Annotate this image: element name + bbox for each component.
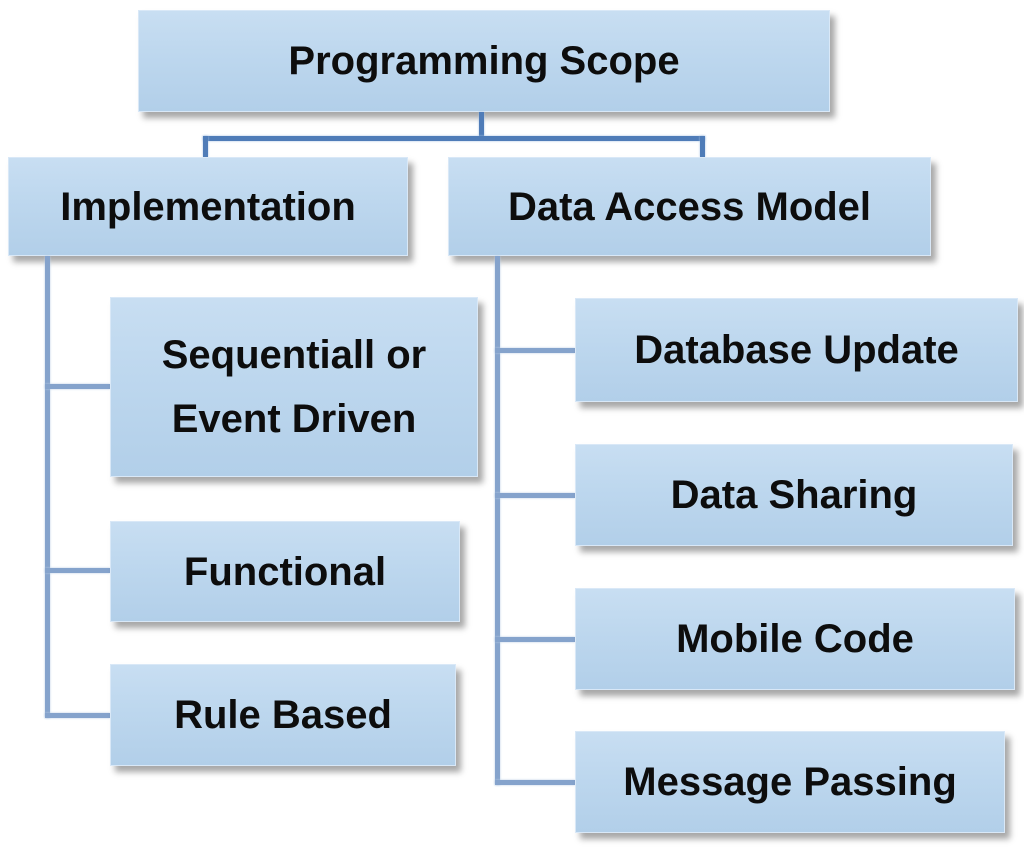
node-data-sharing: Data Sharing — [575, 444, 1013, 546]
connector-branch-rule-based — [45, 713, 110, 718]
node-programming-scope: Programming Scope — [138, 10, 830, 112]
node-mobile-code: Mobile Code — [575, 588, 1015, 690]
connector-drop-implementation — [203, 136, 208, 157]
node-sequential-label-line2: Event Driven — [171, 396, 417, 441]
node-mobile-code-label: Mobile Code — [676, 617, 914, 661]
node-data-access-model-label: Data Access Model — [507, 184, 872, 229]
connector-branch-message-passing — [495, 780, 575, 785]
node-data-sharing-label: Data Sharing — [670, 473, 918, 517]
connector-root-horizontal — [203, 136, 705, 141]
connector-left-rail — [45, 256, 50, 718]
node-rule-based-label: Rule Based — [174, 693, 392, 737]
connector-drop-data-access-model — [700, 136, 705, 157]
node-database-update-label: Database Update — [634, 328, 959, 372]
node-programming-scope-label: Programming Scope — [288, 39, 680, 83]
node-sequential-label-line1: Sequentiall or — [161, 333, 427, 378]
node-data-access-model: Data Access Model — [448, 157, 931, 256]
node-functional-label: Functional — [183, 549, 387, 594]
node-functional: Functional — [110, 521, 460, 622]
connector-right-rail — [495, 256, 500, 785]
connector-branch-database-update — [495, 348, 575, 353]
connector-branch-functional — [45, 568, 110, 573]
connector-root-stub — [479, 112, 484, 138]
connector-branch-sequential — [45, 384, 110, 389]
node-sequential-or-event-driven: Sequentiall or Event Driven — [110, 297, 478, 477]
node-message-passing: Message Passing — [575, 731, 1005, 833]
node-message-passing-label: Message Passing — [623, 760, 957, 804]
connector-branch-data-sharing — [495, 493, 575, 498]
node-implementation-label: Implementation — [60, 184, 356, 229]
node-database-update: Database Update — [575, 298, 1018, 402]
node-rule-based: Rule Based — [110, 664, 456, 766]
node-implementation: Implementation — [8, 157, 408, 256]
connector-branch-mobile-code — [495, 637, 575, 642]
